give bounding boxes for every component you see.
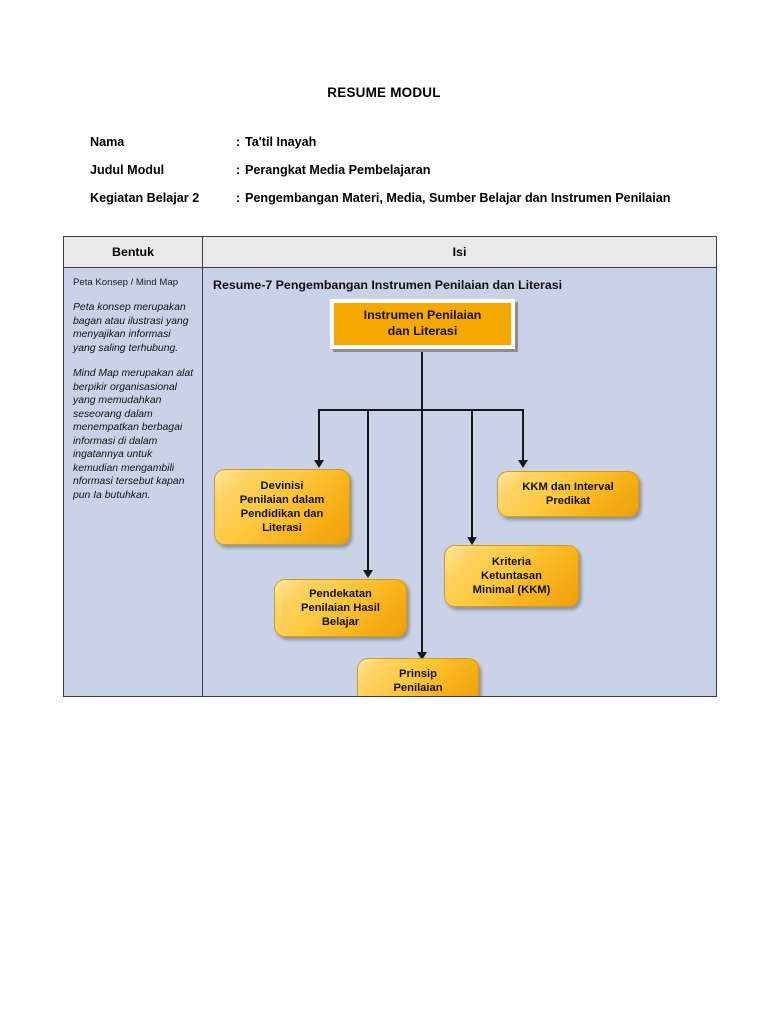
arrow-devinisi — [314, 460, 324, 468]
node-pendekatan-line-1: Pendekatan — [309, 587, 372, 600]
table-row: Peta Konsep / Mind Map Peta konsep merup… — [64, 268, 716, 696]
bentuk-paragraph-peta-konsep: Peta konsep merupakan bagan atau ilustra… — [73, 302, 189, 354]
arrow-kkm — [518, 460, 528, 468]
resume-table: Bentuk Isi Peta Konsep / Mind Map Peta k… — [63, 236, 717, 697]
cell-bentuk: Peta Konsep / Mind Map Peta konsep merup… — [64, 268, 203, 696]
connector-branch-prinsip — [421, 409, 423, 655]
node-pendekatan-line-3: Belajar — [321, 616, 360, 629]
node-kriteria-line-2: Ketuntasan — [481, 569, 542, 582]
cell-isi: Resume-7 Pengembangan Instrumen Penilaia… — [203, 268, 716, 696]
node-kriteria-ketuntasan-minimal-kkm[interactable]: Kriteria Ketuntasan Minimal (KKM) — [444, 545, 579, 607]
meta-separator: : — [236, 191, 241, 205]
meta-row-nama: Nama : Ta'til Inayah — [90, 134, 690, 151]
meta-value-kegiatan-belajar: Pengembangan Materi, Media, Sumber Belaj… — [245, 191, 671, 205]
node-prinsip-line-1: Prinsip — [399, 667, 437, 680]
node-devinisi-line-2: Penilaian dalam — [239, 493, 325, 506]
meta-value-judul-modul: Perangkat Media Pembelajaran — [245, 163, 431, 177]
meta-label-nama: Nama — [90, 135, 125, 149]
node-devinisi-penilaian-dalam-pendidikan-dan-literasi[interactable]: Devinisi Penilaian dalam Pendidikan dan … — [214, 469, 350, 545]
node-root-line-1: Instrumen Penilaian — [363, 308, 482, 323]
connector-branch-kkm — [522, 409, 524, 463]
page-title: RESUME MODUL — [327, 85, 441, 100]
connector-branch-kriteria — [471, 409, 473, 540]
bentuk-heading: Peta Konsep / Mind Map — [73, 277, 179, 288]
arrow-kriteria — [467, 537, 477, 545]
node-kriteria-line-3: Minimal (KKM) — [472, 584, 551, 597]
node-devinisi-line-4: Literasi — [262, 522, 302, 535]
arrow-pendekatan — [363, 570, 373, 578]
node-kriteria-label: Kriteria Ketuntasan Minimal (KKM) — [468, 555, 556, 597]
bentuk-paragraph-mind-map: Mind Map merupakan alat berpikir organis… — [73, 368, 194, 501]
node-root-label: Instrumen Penilaian dan Literasi — [359, 308, 487, 340]
node-prinsip-line-2: Penilaian — [393, 682, 443, 694]
node-devinisi-line-1: Devinisi — [260, 479, 304, 492]
node-prinsip-label: Prinsip Penilaian — [388, 667, 447, 695]
node-pendekatan-label: Pendekatan Penilaian Hasil Belajar — [296, 587, 385, 629]
meta-separator: : — [236, 135, 241, 149]
node-instrumen-penilaian-dan-literasi[interactable]: Instrumen Penilaian dan Literasi — [330, 299, 515, 349]
node-kkm-line-1: KKM dan Interval — [522, 480, 614, 493]
meta-label-judul-modul: Judul Modul — [90, 163, 165, 177]
meta-row-judul-modul: Judul Modul : Perangkat Media Pembelajar… — [90, 162, 690, 179]
column-header-bentuk: Bentuk — [64, 237, 203, 267]
node-devinisi-label: Devinisi Penilaian dalam Pendidikan dan … — [235, 479, 330, 535]
table-header-row: Bentuk Isi — [64, 237, 716, 268]
node-pendekatan-line-2: Penilaian Hasil — [301, 601, 380, 614]
node-kkm-line-2: Predikat — [545, 495, 591, 507]
meta-value-nama: Ta'til Inayah — [245, 135, 317, 149]
connector-branch-devinisi — [318, 409, 320, 463]
column-header-isi: Isi — [452, 245, 467, 259]
meta-row-kegiatan-belajar: Kegiatan Belajar 2 : Pengembangan Materi… — [90, 190, 690, 207]
connector-root-stem — [421, 335, 423, 410]
document-meta: Nama : Ta'til Inayah Judul Modul : Peran… — [90, 134, 690, 218]
meta-separator: : — [236, 163, 241, 177]
node-kkm-dan-interval-predikat[interactable]: KKM dan Interval Predikat — [497, 471, 639, 517]
mind-map-canvas: Instrumen Penilaian dan Literasi Devinis… — [203, 268, 716, 696]
isi-title: Resume-7 Pengembangan Instrumen Penilaia… — [213, 278, 563, 292]
node-devinisi-line-3: Pendidikan dan — [240, 508, 324, 520]
node-pendekatan-penilaian-hasil-belajar[interactable]: Pendekatan Penilaian Hasil Belajar — [274, 579, 407, 637]
node-kriteria-line-1: Kriteria — [491, 555, 532, 568]
meta-label-kegiatan-belajar: Kegiatan Belajar 2 — [90, 191, 200, 205]
connector-branch-pendekatan — [367, 409, 369, 573]
node-kkm-label: KKM dan Interval Predikat — [517, 480, 618, 508]
arrow-prinsip — [417, 652, 427, 660]
node-prinsip-penilaian[interactable]: Prinsip Penilaian — [357, 658, 479, 696]
node-root-line-2: dan Literasi — [387, 324, 458, 338]
